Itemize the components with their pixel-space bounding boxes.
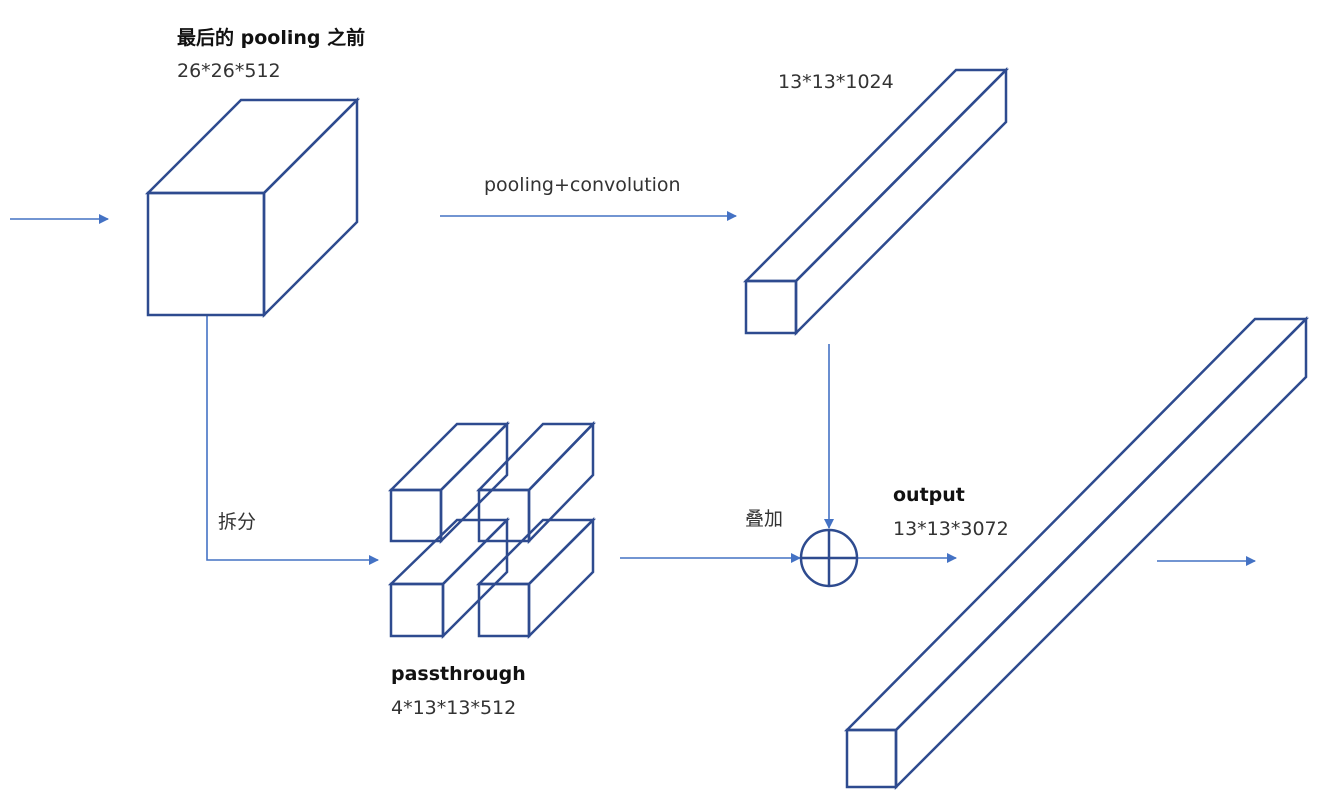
pooling-conv-label: pooling+convolution [484,174,681,196]
passthrough-bars [387,420,597,640]
before-pooling-dims: 26*26*512 [177,60,281,82]
output-dims: 13*13*3072 [893,518,1009,540]
output-feature-bar [843,315,1310,791]
passthrough-dims: 4*13*13*512 [391,697,517,719]
conv-feature-bar [742,66,1010,337]
split-label: 拆分 [218,511,257,533]
before-pooling-cube [144,96,361,319]
circled-plus-icon [799,528,859,588]
split-arrow [206,316,379,565]
passthrough-bar-top-right [476,420,596,545]
output-title: output [893,484,965,506]
before-pooling-title: 最后的 pooling 之前 [177,27,366,49]
conv-dims: 13*13*1024 [778,71,894,93]
passthrough-bar-bottom-left [387,516,511,640]
passthrough-title: passthrough [391,663,526,685]
passthrough-bar-top-left [387,420,511,545]
passthrough-bar-bottom-right [475,516,597,640]
overlay-label: 叠加 [745,508,784,530]
